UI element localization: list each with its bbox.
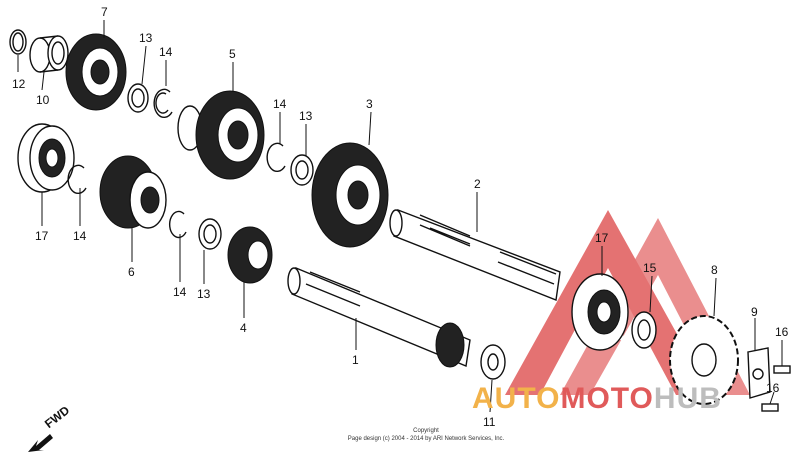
part-13-washer-middle [290,154,314,186]
part-8-sprocket [669,315,739,405]
part-14-circlip-middle [266,142,286,173]
copyright-line-2: Page design (c) 2004 - 2014 by ARI Netwo… [347,436,505,442]
label-part-15: 15 [643,261,657,275]
label-part-5: 5 [229,47,236,61]
part-6-gear [99,155,167,229]
label-part-12: 12 [12,77,26,91]
part-11-washer [480,344,506,380]
part-3-gear [311,142,389,248]
label-part-9: 9 [751,305,758,319]
part-14-circlip-lower [168,210,187,239]
label-part-17-left: 17 [35,229,49,243]
fwd-arrow-icon [28,434,53,452]
part-4-gear [227,226,273,284]
part-17-bearing-right [571,273,629,351]
part-7-gear [65,33,127,111]
label-part-11: 11 [483,415,496,429]
part-14-circlip-left [67,164,87,195]
leader-lines [17,20,783,413]
part-13-washer-lower [198,218,222,250]
label-part-6: 6 [128,265,135,279]
copyright-line-1: Copyright [413,428,439,434]
part-17-bearing-left [17,123,75,193]
label-part-10: 10 [36,93,50,107]
label-part-16-lower: 16 [766,381,780,395]
label-part-17-right: 17 [595,231,609,245]
watermark-auto: AUTO [472,382,561,415]
watermark-wordmark: AUTOMOTOHUB [472,382,800,416]
part-15-seal [631,311,657,349]
part-16-bolt-upper [773,365,791,374]
label-part-13-lower: 13 [197,287,211,301]
label-part-14-middle: 14 [273,97,287,111]
part-1-shaft [287,267,471,368]
part-10-bushing [29,35,69,73]
part-13-washer-top [127,83,149,113]
part-14-circlip-top [153,88,173,119]
label-part-2: 2 [474,177,481,191]
part-5-gear [177,90,265,180]
label-part-7: 7 [101,5,108,19]
fwd-indicator: FWD [22,403,92,454]
label-part-4: 4 [240,321,247,335]
label-part-14-lower: 14 [173,285,187,299]
label-part-16-upper: 16 [775,325,789,339]
label-part-14-top: 14 [159,45,173,59]
label-part-1: 1 [352,353,359,367]
part-9-plate [747,347,771,399]
watermark-hub: HUB [653,382,722,415]
label-part-8: 8 [711,263,718,277]
copyright-notice: Copyright Page design (c) 2004 - 2014 by… [296,427,556,443]
part-12-circlip [9,29,27,55]
label-part-13-middle: 13 [299,109,313,123]
label-part-14-left: 14 [73,229,87,243]
part-2-shaft [389,209,561,301]
label-part-13-top: 13 [139,31,153,45]
watermark-moto: MOTO [560,382,654,415]
label-part-3: 3 [366,97,373,111]
